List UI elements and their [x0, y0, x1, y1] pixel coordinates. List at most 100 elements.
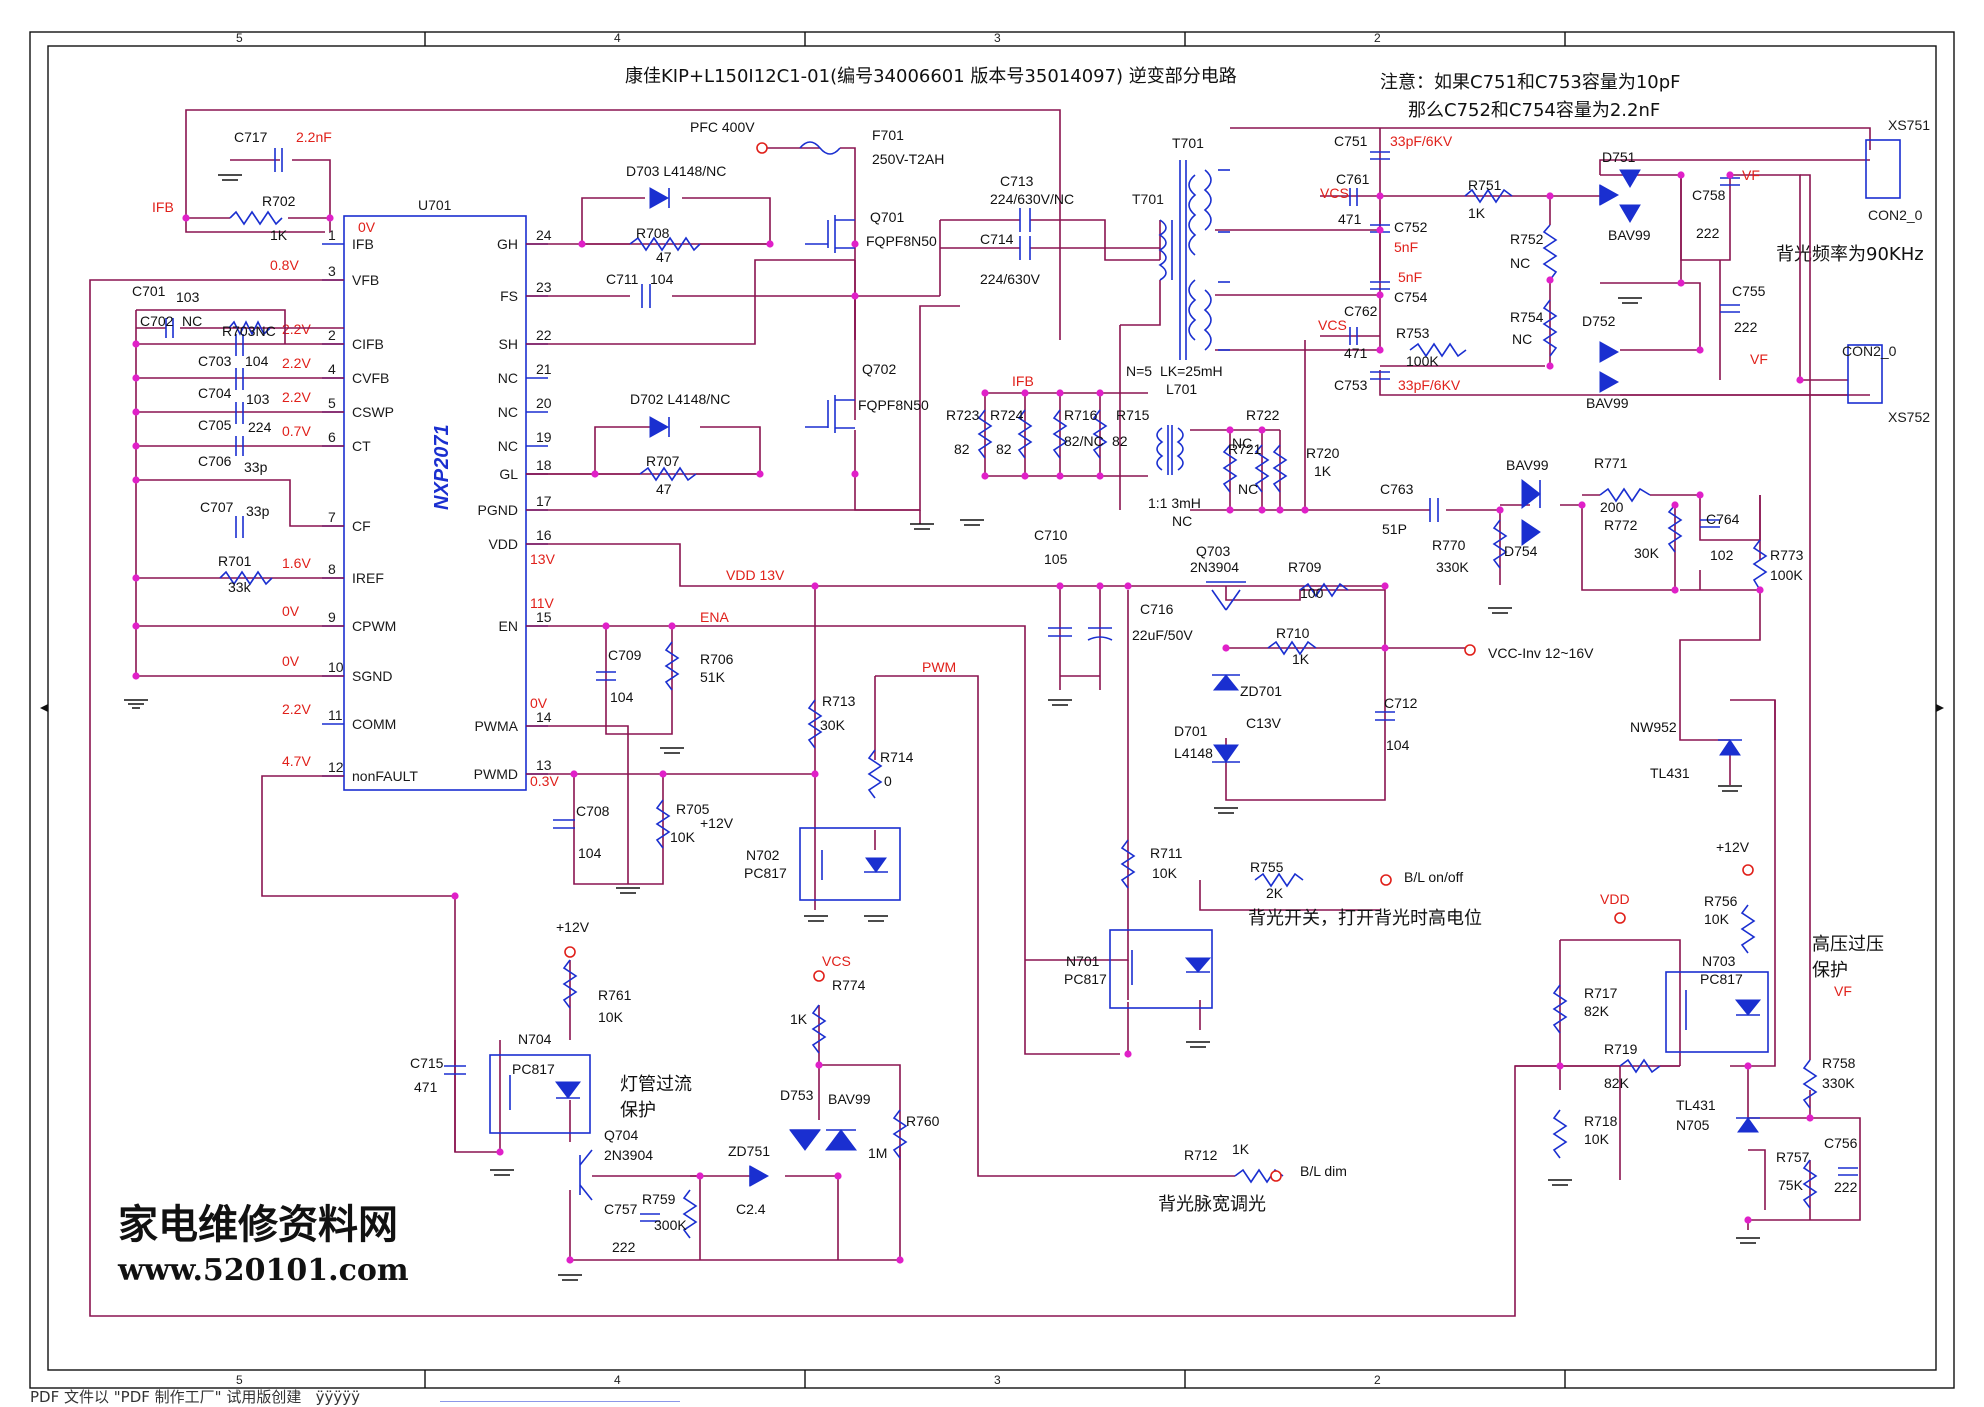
label-c717: C717	[234, 129, 268, 145]
label-c756v: 222	[1834, 1179, 1858, 1195]
border-zone: 2	[1374, 31, 1381, 45]
label-r713v: 30K	[820, 717, 846, 733]
label-c713v: 224/630V/NC	[990, 191, 1074, 207]
label-ifb_net: IFB	[152, 199, 174, 215]
label-ratio: 1:1 3mH	[1148, 495, 1201, 511]
label-p12c: +12V	[1716, 839, 1750, 855]
ic-pin-name: SH	[499, 336, 518, 352]
label-r757v: 75K	[1778, 1177, 1804, 1193]
junction-dot	[1096, 582, 1104, 590]
label-c763: C763	[1380, 481, 1414, 497]
ic-pin-name: PGND	[478, 502, 518, 518]
ic-pin-name: NC	[498, 404, 518, 420]
label-n704: N704	[518, 1031, 552, 1047]
ic-pin-voltage: 0.7V	[282, 423, 311, 439]
label-c755v: 222	[1734, 319, 1758, 335]
junction-dot	[1056, 389, 1064, 397]
ic-pin-name: VDD	[488, 536, 518, 552]
label-c762: C762	[1344, 303, 1378, 319]
label-d754: D754	[1504, 543, 1538, 559]
label-r724: R724	[990, 407, 1024, 423]
label-bav99: BAV99	[1506, 457, 1549, 473]
label-r752v: NC	[1510, 255, 1530, 271]
label-n704v: PC817	[512, 1061, 555, 1077]
label-d753v: BAV99	[828, 1091, 871, 1107]
label-r716: R716	[1064, 407, 1098, 423]
ic-pin-number: 22	[536, 327, 552, 343]
label-c714v: 224/630V	[980, 271, 1041, 287]
label-c701: C701	[132, 283, 166, 299]
ic-pin-name: SGND	[352, 668, 392, 684]
label-con20a: CON2_0	[1868, 207, 1923, 223]
note-line-2: 那么C752和C754容量为2.2nF	[1408, 100, 1660, 121]
label-r754: R754	[1510, 309, 1544, 325]
label-c763v: 51P	[1382, 521, 1407, 537]
label-r760: R760	[906, 1113, 940, 1129]
label-t701a: T701	[1132, 191, 1164, 207]
border-zone: 4	[614, 1373, 621, 1387]
label-c711v: 104	[650, 271, 674, 287]
label-q702: Q702	[862, 361, 896, 377]
ic-pin-number: 5	[328, 395, 336, 411]
label-r718v: 10K	[1584, 1131, 1610, 1147]
freq-note: 背光频率为90KHz	[1776, 244, 1924, 265]
junction-dot	[1376, 192, 1384, 200]
junction-dot	[132, 476, 140, 484]
ic-pin-voltage: 0V	[282, 603, 300, 619]
label-r717v: 82K	[1584, 1003, 1610, 1019]
label-vf2: VF	[1750, 351, 1768, 367]
label-r721: R721	[1228, 441, 1262, 457]
junction-dot	[851, 240, 859, 248]
label-r773: R773	[1770, 547, 1804, 563]
label-r716v: 82/NC	[1064, 433, 1104, 449]
junction-dot	[668, 622, 676, 630]
label-d752: D752	[1582, 313, 1616, 329]
ic-ref: U701	[418, 197, 452, 213]
junction-dot	[1226, 426, 1234, 434]
label-r770v: 330K	[1436, 559, 1469, 575]
label-nw952: NW952	[1630, 719, 1677, 735]
label-d701: D701	[1174, 723, 1208, 739]
label-c752v: 5nF	[1394, 239, 1418, 255]
junction-dot	[132, 672, 140, 680]
label-c753: C753	[1334, 377, 1368, 393]
junction-dot	[1677, 171, 1685, 179]
label-r707v: 47	[656, 481, 672, 497]
junction-dot	[1376, 226, 1384, 234]
label-r710v: 1K	[1292, 651, 1310, 667]
ic-pin-name: CPWM	[352, 618, 396, 634]
label-r723: R723	[946, 407, 980, 423]
label-r710: R710	[1276, 625, 1310, 641]
label-r712v: 1K	[1232, 1141, 1250, 1157]
junction-dot	[1671, 586, 1679, 594]
label-r706v: 51K	[700, 669, 726, 685]
label-r773v: 100K	[1770, 567, 1803, 583]
label-r715v: 82	[1112, 433, 1128, 449]
label-c710v: 105	[1044, 551, 1068, 567]
label-c753v: 33pF/6KV	[1398, 377, 1461, 393]
label-c751v: 33pF/6KV	[1390, 133, 1453, 149]
lamp-protect-note: 灯管过流保护	[620, 1074, 692, 1121]
ic-pin-voltage: 0.8V	[270, 257, 299, 273]
ic-pin-name: COMM	[352, 716, 396, 732]
label-r705v: 10K	[670, 829, 696, 845]
label-r760v: 1M	[868, 1145, 887, 1161]
label-r702v: 1K	[270, 227, 288, 243]
ic-pin-name: CIFB	[352, 336, 384, 352]
ic-pin-voltage: 11V	[530, 595, 555, 611]
label-r724v: 82	[996, 441, 1012, 457]
ic-left-pins: 1IFB0V3VFB0.8V2CIFB2.2V4CVFB2.2V5CSWP2.2…	[270, 219, 418, 784]
label-r751: R751	[1468, 177, 1502, 193]
junction-dot	[659, 770, 667, 778]
ic-pin-name: PWMD	[474, 766, 518, 782]
junction-dot	[1578, 501, 1586, 509]
label-vf1: VF	[1742, 167, 1760, 183]
ic-pin-number: 20	[536, 395, 552, 411]
junction-dots	[132, 171, 1814, 1264]
label-n705: N705	[1676, 1117, 1710, 1133]
label-r720v: 1K	[1314, 463, 1332, 479]
label-d702: D702 L4148/NC	[630, 391, 730, 407]
label-c756: C756	[1824, 1135, 1858, 1151]
ic-pin-name: IFB	[352, 236, 374, 252]
label-r709: R709	[1288, 559, 1322, 575]
